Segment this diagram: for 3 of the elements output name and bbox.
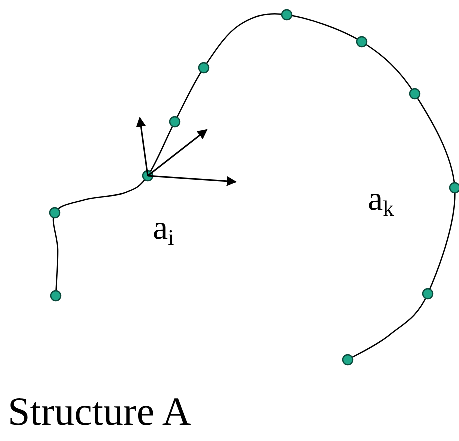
point-label: a$_{k}$ bbox=[368, 183, 394, 220]
point-label: a$_{i}$ bbox=[153, 212, 174, 249]
caption: Structure A bbox=[8, 392, 192, 432]
